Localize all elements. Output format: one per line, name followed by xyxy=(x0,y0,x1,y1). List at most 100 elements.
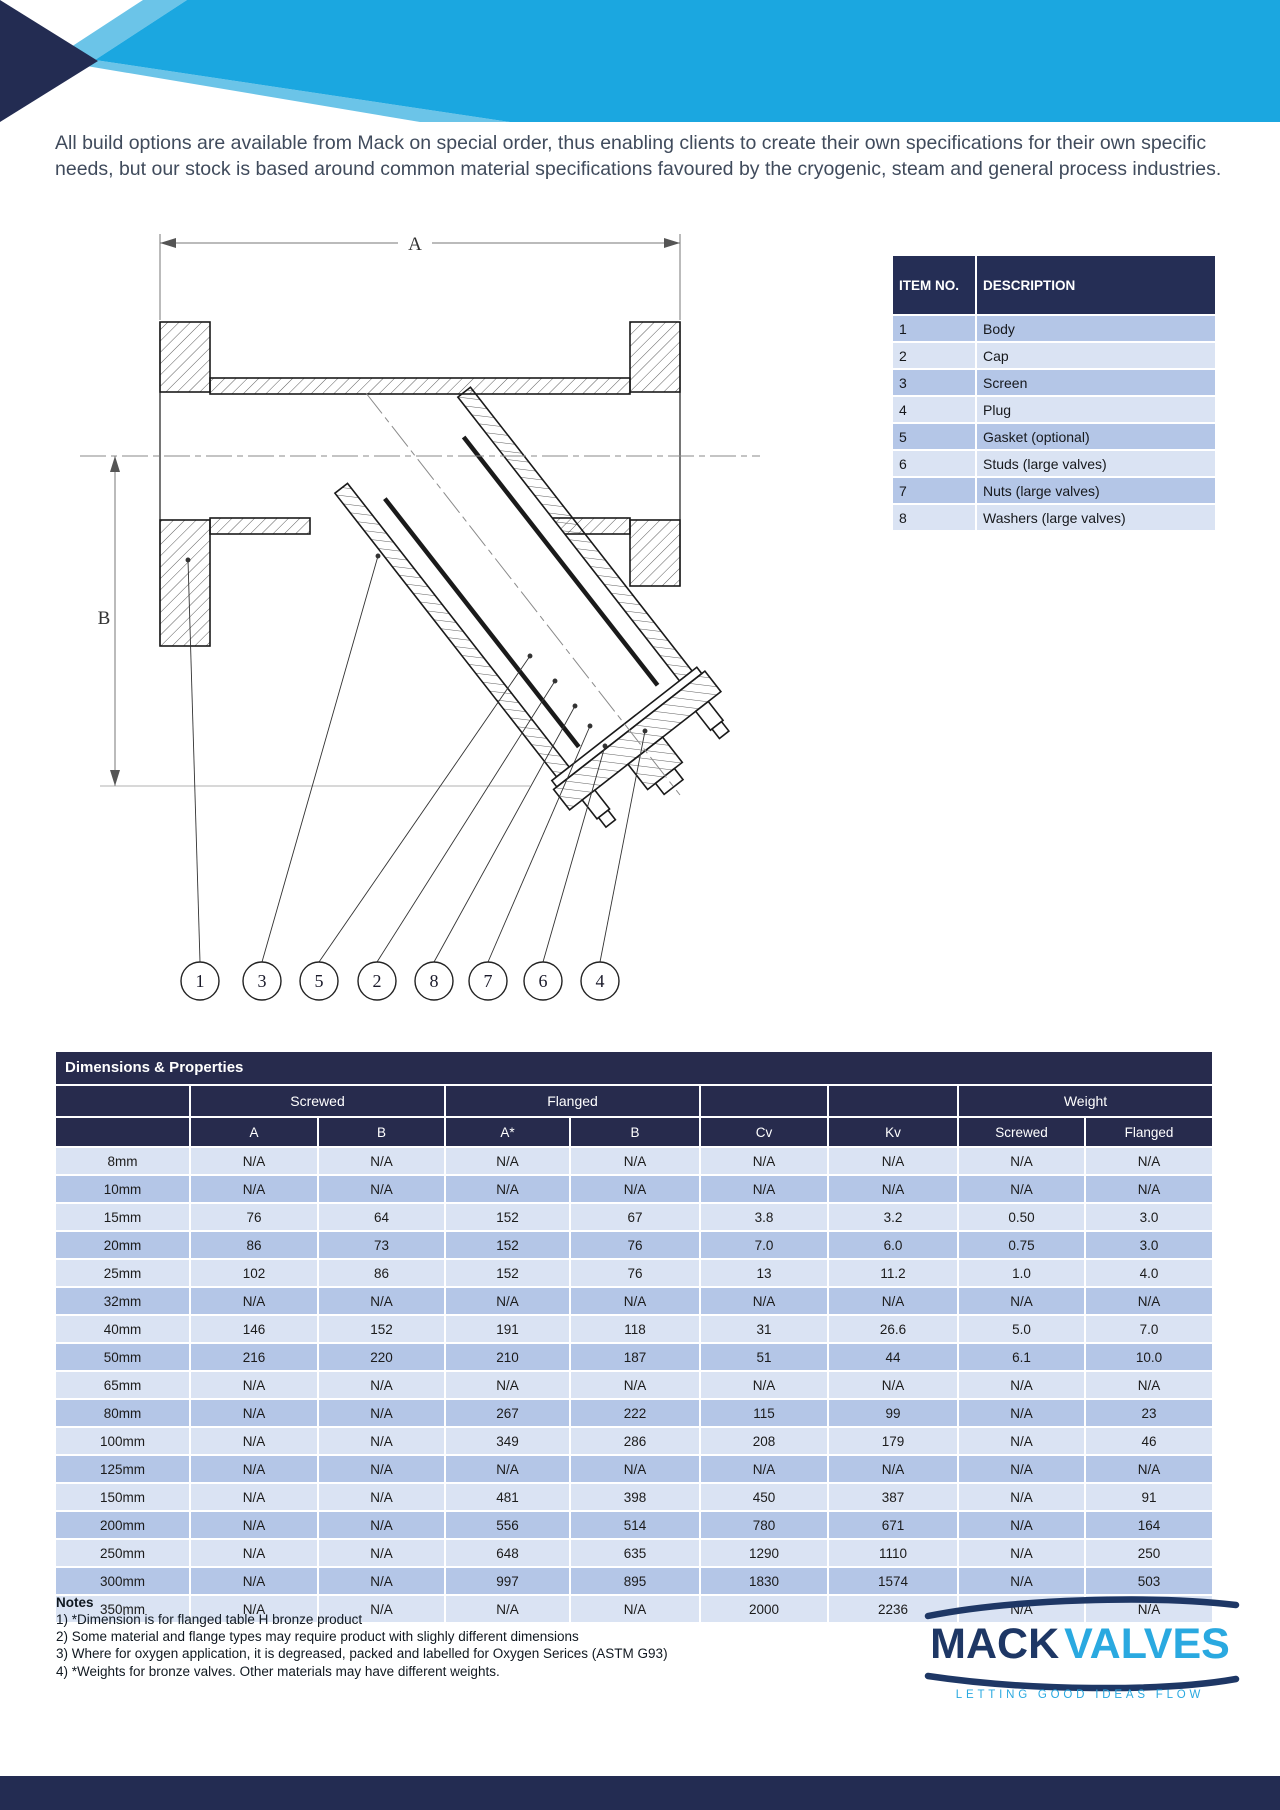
table-cell: 152 xyxy=(318,1315,446,1344)
table-cell: 210 xyxy=(445,1343,571,1372)
table-cell: 556 xyxy=(445,1511,571,1540)
table-cell: 20mm xyxy=(56,1231,191,1260)
col-kv: Kv xyxy=(828,1117,959,1148)
svg-text:5: 5 xyxy=(315,971,324,991)
table-cell: 5.0 xyxy=(958,1315,1086,1344)
description-header: DESCRIPTION xyxy=(976,256,1215,316)
balloon: 5 xyxy=(299,961,339,1001)
table-cell: N/A xyxy=(190,1427,319,1456)
balloon: 7 xyxy=(468,961,508,1001)
col-weight-flanged: Flanged xyxy=(1085,1117,1213,1148)
table-cell: N/A xyxy=(190,1483,319,1512)
table-cell: 0.50 xyxy=(958,1203,1086,1232)
table-cell: 67 xyxy=(570,1203,701,1232)
item-no-header: ITEM NO. xyxy=(893,256,977,316)
table-cell: N/A xyxy=(1085,1287,1213,1316)
screwed-group-header: Screwed xyxy=(190,1086,446,1118)
table-cell: N/A xyxy=(958,1399,1086,1428)
table-cell: 3.8 xyxy=(700,1203,829,1232)
table-cell: 76 xyxy=(570,1259,701,1288)
table-cell: 191 xyxy=(445,1315,571,1344)
table-cell: Gasket (optional) xyxy=(976,423,1215,451)
table-cell: 635 xyxy=(570,1539,701,1568)
table-cell: Studs (large valves) xyxy=(976,450,1215,478)
table-cell: 46 xyxy=(1085,1427,1213,1456)
table-cell: N/A xyxy=(958,1455,1086,1484)
table-cell: 187 xyxy=(570,1343,701,1372)
dimensions-properties-section: Dimensions & Properties Screwed Flanged … xyxy=(56,1052,1213,1624)
table-cell: 350mm xyxy=(56,1595,191,1624)
table-cell: 250mm xyxy=(56,1539,191,1568)
table-cell: 6.0 xyxy=(828,1231,959,1260)
dimension-b xyxy=(100,456,530,787)
col-a: A xyxy=(190,1117,319,1148)
note-line: 3) Where for oxygen application, it is d… xyxy=(56,1646,668,1662)
table-cell: N/A xyxy=(700,1287,829,1316)
svg-text:4: 4 xyxy=(596,971,605,991)
table-cell: 86 xyxy=(318,1259,446,1288)
svg-text:1: 1 xyxy=(196,971,205,991)
svg-text:3: 3 xyxy=(258,971,267,991)
table-cell: 3.0 xyxy=(1085,1231,1213,1260)
table-cell: N/A xyxy=(318,1287,446,1316)
table-cell: N/A xyxy=(318,1567,446,1596)
table-cell: 1830 xyxy=(700,1567,829,1596)
nut xyxy=(597,809,617,829)
table-cell: 216 xyxy=(190,1343,319,1372)
table-cell: 146 xyxy=(190,1315,319,1344)
table-cell: 32mm xyxy=(56,1287,191,1316)
table-cell: 4 xyxy=(893,396,977,424)
table-cell: 115 xyxy=(700,1399,829,1428)
dim-a-label: A xyxy=(408,234,422,255)
table-cell: 0.75 xyxy=(958,1231,1086,1260)
table-cell: N/A xyxy=(958,1175,1086,1204)
table-cell: 25mm xyxy=(56,1259,191,1288)
table-cell: 503 xyxy=(1085,1567,1213,1596)
table-cell: N/A xyxy=(828,1287,959,1316)
logo-tagline: LETTING GOOD IDEAS FLOW xyxy=(956,1689,1204,1701)
table-cell: N/A xyxy=(190,1287,319,1316)
table-cell: Washers (large valves) xyxy=(976,504,1215,532)
dimension-a xyxy=(159,234,681,320)
table-cell: N/A xyxy=(828,1175,959,1204)
table-cell: N/A xyxy=(190,1147,319,1176)
table-cell: N/A xyxy=(318,1483,446,1512)
banner-lightblue-chevron xyxy=(51,0,510,122)
table-cell: 208 xyxy=(700,1427,829,1456)
logo-swoosh-top xyxy=(924,1596,1240,1620)
table-cell: N/A xyxy=(190,1567,319,1596)
table-cell: 150mm xyxy=(56,1483,191,1512)
table-cell: 2236 xyxy=(828,1595,959,1624)
balloon: 2 xyxy=(357,961,397,1001)
col-weight-screwed: Screwed xyxy=(958,1117,1086,1148)
note-line: 1) *Dimension is for flanged table H bro… xyxy=(56,1612,363,1628)
table-cell: 99 xyxy=(828,1399,959,1428)
col-b2: B xyxy=(570,1117,701,1148)
table-cell: N/A xyxy=(700,1371,829,1400)
table-cell: N/A xyxy=(318,1455,446,1484)
weight-group-header: Weight xyxy=(958,1086,1213,1118)
balloon: 8 xyxy=(414,961,454,1001)
table-cell: N/A xyxy=(318,1399,446,1428)
table-cell: 398 xyxy=(570,1483,701,1512)
screen-line xyxy=(383,497,581,749)
intro-paragraph: All build options are available from Mac… xyxy=(55,132,1222,180)
banner-navy-triangle xyxy=(0,0,98,122)
